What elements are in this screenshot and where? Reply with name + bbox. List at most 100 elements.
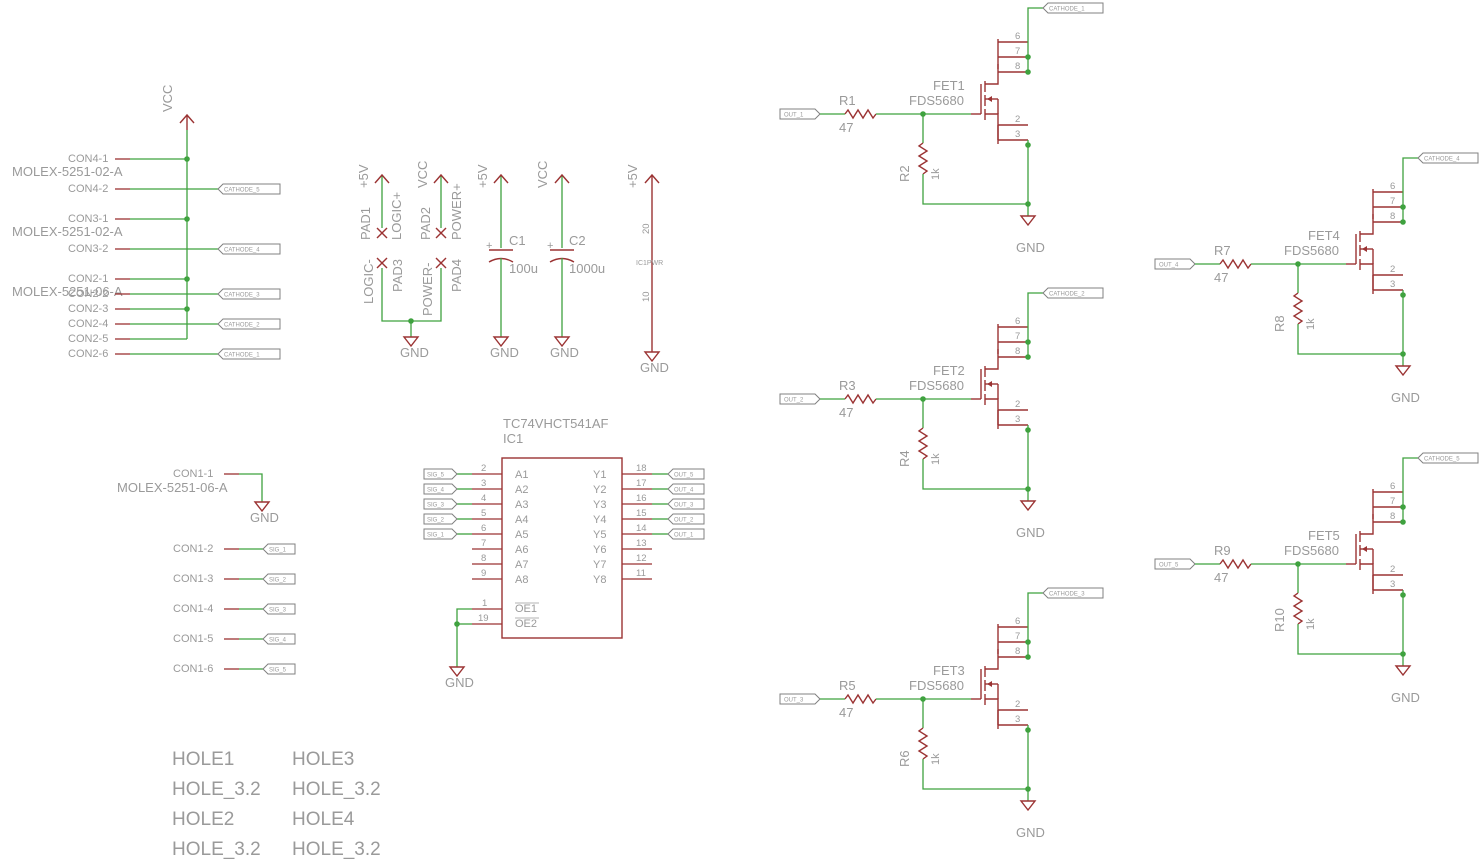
fet-pin: 3: [1015, 129, 1020, 140]
ic1-pin-label: A2: [515, 484, 528, 496]
svg-text:CON1-6: CON1-6: [173, 663, 213, 675]
svg-text:100u: 100u: [509, 261, 538, 276]
resistor-R7: [1219, 258, 1252, 270]
out-tag: [779, 393, 821, 405]
fet-pin: 3: [1390, 279, 1395, 290]
cap-c2: VCC + C2 1000u GND: [535, 161, 605, 360]
fet-name: FET2: [933, 363, 965, 378]
cathode-tag-label: CATHODE_2: [1049, 292, 1085, 298]
svg-text:+5V: +5V: [475, 164, 490, 188]
ic1-pin-num: 17: [636, 478, 647, 489]
svg-text:GND: GND: [250, 510, 279, 525]
ic1-pin-num: 9: [481, 568, 486, 579]
resistor-label: R8: [1272, 315, 1287, 332]
fet-pin: 3: [1015, 414, 1020, 425]
fet-name: FET4: [1308, 228, 1340, 243]
con2-4-label: CON2-4: [68, 318, 108, 330]
svg-text:GND: GND: [445, 675, 474, 690]
fet-pin: 8: [1015, 346, 1020, 357]
svg-text:CATHODE_4: CATHODE_4: [224, 248, 260, 254]
resistor-value: 47: [1214, 570, 1228, 585]
out-tag: [1154, 258, 1196, 270]
sig-tag-label: SIG_1: [427, 533, 445, 539]
cathode-tag-3: CATHODE_3: [217, 288, 281, 300]
cathode-tag: [1042, 287, 1104, 299]
ic1-pin-num: 3: [481, 478, 486, 489]
con1-part-label: MOLEX-5251-06-A: [117, 480, 228, 495]
resistor-label: R6: [897, 750, 912, 767]
svg-text:GND: GND: [550, 345, 579, 360]
cathode-tag-5: CATHODE_5: [217, 183, 281, 195]
con2-5-label: CON2-5: [68, 333, 108, 345]
sig-tag-label: SIG_2: [427, 518, 445, 524]
fet-pin: 8: [1015, 61, 1020, 72]
sig-tag: [423, 468, 458, 480]
ic1-pin-num: 15: [636, 508, 647, 519]
out-tag: [1154, 558, 1196, 570]
resistor-R4: [917, 427, 929, 460]
out-tag-label: OUT_4: [674, 488, 694, 494]
ic1-pin-num: 8: [481, 553, 486, 564]
fet-pin: 8: [1390, 511, 1395, 522]
cathode-tag-4: CATHODE_4: [217, 243, 281, 255]
con2-2-label: CON2-2: [68, 288, 108, 300]
fet-pin: 3: [1015, 714, 1020, 725]
fet-pin: 6: [1015, 31, 1020, 42]
out-tag-label: OUT_3: [674, 503, 694, 509]
connector-con1: CON1-1 MOLEX-5251-06-A GND CON1-2 SIG_1 …: [117, 468, 296, 675]
svg-text:CON1-4: CON1-4: [173, 603, 213, 615]
svg-text:SIG_3: SIG_3: [269, 608, 287, 614]
fet-name: FET3: [933, 663, 965, 678]
con2-pins: CON2-1 MOLEX-5251-06-A CON2-2 CON2-3 CON…: [12, 273, 218, 360]
svg-text:SIG_2: SIG_2: [269, 578, 287, 584]
resistor-R5: [844, 693, 877, 705]
svg-text:SIG_5: SIG_5: [269, 668, 287, 674]
out-tag: [667, 483, 705, 495]
pad3-x: [376, 257, 388, 269]
hole2-label: HOLE2: [172, 809, 234, 830]
resistor-label: R9: [1214, 543, 1231, 558]
svg-text:GND: GND: [400, 345, 429, 360]
cathode-tag-label: CATHODE_5: [1424, 457, 1460, 463]
fet-pin: 2: [1015, 114, 1020, 125]
con3-pins: CON3-1 MOLEX-5251-02-A CON3-2: [12, 213, 218, 255]
con3-part-label: MOLEX-5251-02-A: [12, 224, 123, 239]
pad1-label: PAD1: [358, 207, 373, 240]
ic1-pin-num: 13: [636, 538, 647, 549]
con2-part-label: MOLEX-5251-06-A: [12, 284, 123, 299]
gnd-symbol: [1019, 800, 1037, 812]
fet-pin: 7: [1015, 331, 1020, 342]
gnd-label: GND: [1391, 690, 1420, 705]
svg-text:IC1PWR: IC1PWR: [636, 260, 663, 267]
svg-text:HOLE_3.2: HOLE_3.2: [292, 779, 381, 800]
ic1-part-label: TC74VHCT541AF: [503, 416, 609, 431]
c1-label: C1: [509, 233, 526, 248]
resistor-R8: [1292, 292, 1304, 325]
svg-text:CATHODE_2: CATHODE_2: [224, 323, 260, 329]
svg-text:+: +: [547, 240, 553, 252]
fet-part: FDS5680: [909, 678, 964, 693]
resistor-R9: [1219, 558, 1252, 570]
con2-6-label: CON2-6: [68, 348, 108, 360]
resistor-value: 47: [839, 705, 853, 720]
gnd-symbol: [1394, 365, 1412, 377]
sig-tag: [423, 513, 458, 525]
pad4-label: PAD4: [449, 259, 464, 292]
cathode-tag-label: CATHODE_4: [1424, 157, 1460, 163]
sig-tag: [423, 528, 458, 540]
oe1-label: OE1: [515, 603, 537, 615]
ic1-pin-label: Y5: [593, 529, 606, 541]
gnd-label: GND: [1016, 240, 1045, 255]
svg-text:VCC: VCC: [535, 161, 550, 188]
svg-text:CATHODE_5: CATHODE_5: [224, 188, 260, 194]
con1-sig-rows: CON1-2 SIG_1 CON1-3 SIG_2 CON1-4 SIG_3 C…: [173, 543, 296, 675]
out-tag: [667, 468, 705, 480]
fet-pin: 7: [1015, 631, 1020, 642]
resistor-value: 1k: [930, 753, 942, 765]
svg-text:+: +: [486, 240, 492, 252]
out-tag-label: OUT_5: [1159, 563, 1179, 569]
fet-pin: 6: [1390, 181, 1395, 192]
